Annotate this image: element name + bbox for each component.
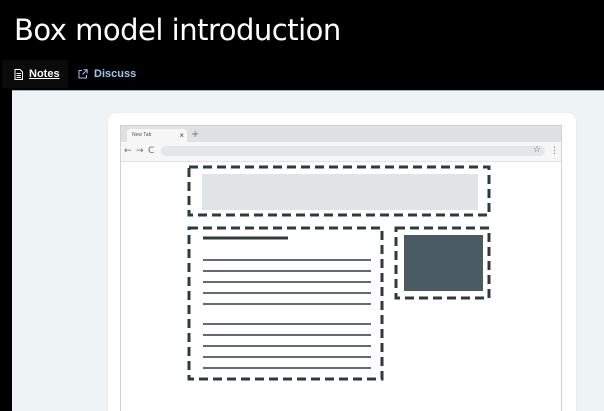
main-text-dashed-box	[187, 226, 384, 381]
browser-tab-label: New Tab	[132, 132, 152, 138]
notes-content-area: New Tab × + ← → C ☆ ⋮	[12, 90, 604, 411]
address-bar	[161, 146, 545, 156]
header-dashed-box	[187, 165, 491, 217]
header-placeholder	[202, 174, 478, 210]
illustration-card: New Tab × + ← → C ☆ ⋮	[108, 113, 576, 411]
plus-icon: +	[191, 129, 200, 140]
reload-icon: C	[148, 146, 155, 156]
external-link-icon	[78, 69, 88, 79]
forward-arrow-icon: →	[136, 146, 144, 156]
box-model-diagram	[187, 165, 491, 381]
back-arrow-icon: ←	[124, 146, 132, 156]
tab-discuss-label: Discuss	[94, 68, 137, 80]
browser-toolbar: ← → C ☆ ⋮	[121, 142, 561, 162]
close-icon: ×	[179, 131, 184, 140]
browser-mockup: New Tab × + ← → C ☆ ⋮	[120, 125, 562, 411]
page-title: Box model introduction	[14, 13, 341, 47]
tab-notes-label: Notes	[29, 68, 60, 80]
tab-discuss[interactable]: Discuss	[78, 60, 136, 88]
image-dashed-box	[394, 226, 491, 300]
star-icon: ☆	[533, 145, 542, 155]
menu-dots-icon: ⋮	[550, 146, 559, 156]
document-icon	[14, 68, 23, 80]
browser-tab-strip: New Tab × +	[121, 126, 561, 142]
browser-tab: New Tab ×	[127, 129, 187, 142]
tab-bar: Notes Discuss	[0, 60, 604, 88]
browser-viewport	[121, 162, 561, 411]
image-placeholder	[404, 235, 483, 291]
tab-notes[interactable]: Notes	[2, 60, 68, 88]
